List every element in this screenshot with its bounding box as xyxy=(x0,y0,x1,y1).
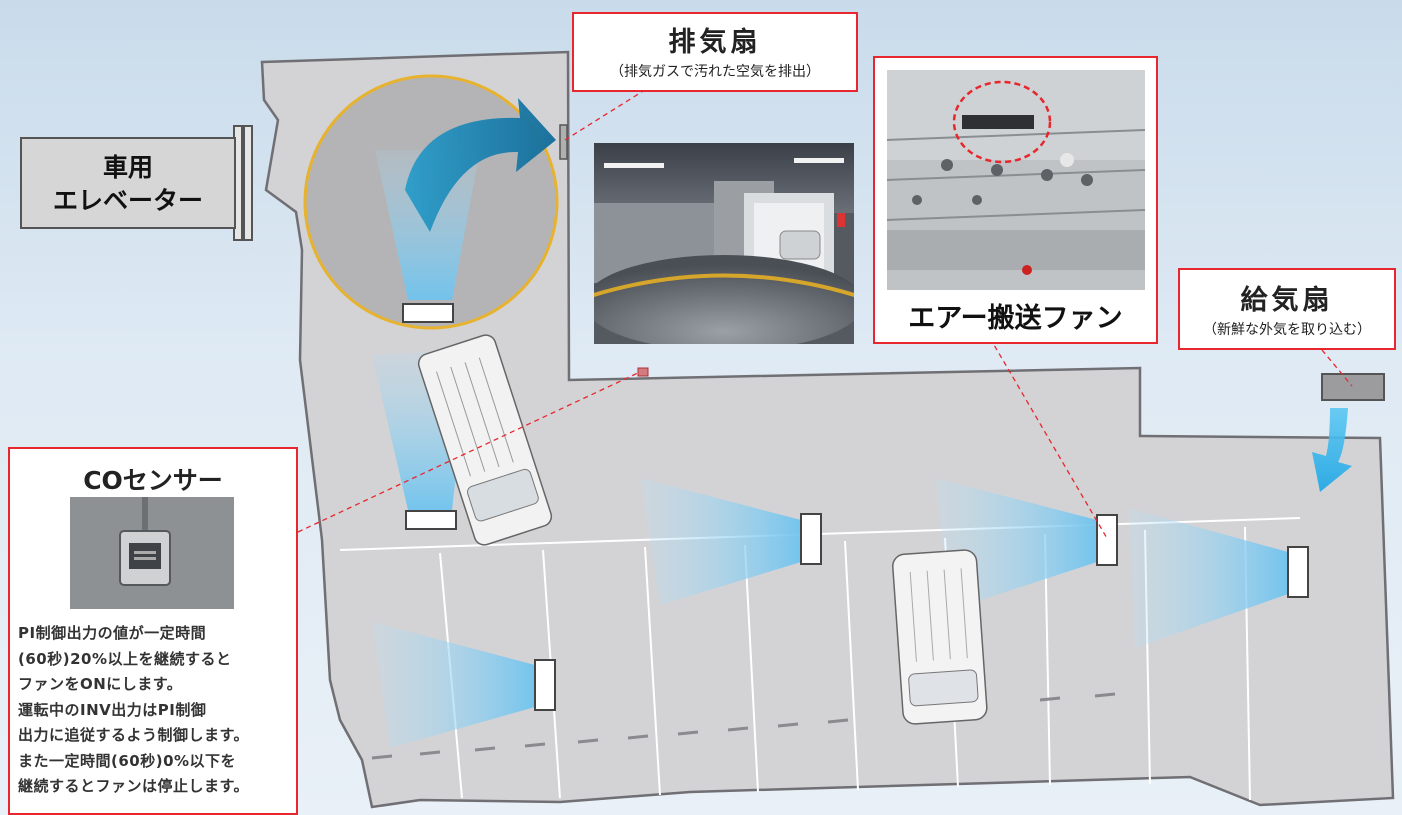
co-desc-line: 運転中のINV出力はPI制御 xyxy=(18,700,207,719)
fan-1 xyxy=(534,659,556,711)
co-desc-line: また一定時間(60秒)0%以下を xyxy=(18,751,237,770)
co-sensor-title: COセンサー xyxy=(83,466,223,495)
fan-4 xyxy=(1287,546,1309,598)
exhaust-fan-title: 排気扇 xyxy=(668,27,762,58)
air-fan-label: エアー搬送ファン xyxy=(908,303,1123,334)
fan-3 xyxy=(1096,514,1118,566)
co-desc-line: 継続するとファンは停止します。 xyxy=(18,777,250,795)
car-elevator-line1: 車用 xyxy=(102,153,153,182)
co-desc-line: 出力に追従するよう制御します。 xyxy=(18,726,250,744)
supply-fan-callout: 給気扇 （新鮮な外気を取り込む） xyxy=(1178,268,1396,350)
exhaust-arrow xyxy=(405,98,556,232)
car-elevator-line2: エレベーター xyxy=(52,186,203,215)
air-fan-photo xyxy=(887,70,1145,290)
left-fan xyxy=(405,510,457,530)
exhaust-fan-unit xyxy=(559,124,568,160)
co-desc-line: ファンをONにします。 xyxy=(18,675,183,693)
supply-fan-subtitle: （新鮮な外気を取り込む） xyxy=(1203,322,1371,338)
parking-photo xyxy=(594,143,854,344)
exhaust-fan-callout: 排気扇 （排気ガスで汚れた空気を排出） xyxy=(572,12,858,92)
airflow-beam-1 xyxy=(372,622,535,748)
parked-van-2 xyxy=(892,549,988,725)
co-sensor-callout: COセンサー PI制御出力の値が一定時間 (60秒)20%以上を継続すると ファ… xyxy=(8,447,298,815)
airflow-beam-2 xyxy=(640,478,801,605)
co-sensor-description: PI制御出力の値が一定時間 (60秒)20%以上を継続すると ファンをONにしま… xyxy=(18,621,294,800)
co-sensor-photo xyxy=(70,497,234,609)
lane-dashes xyxy=(371,692,1116,760)
leader-lines xyxy=(297,87,1353,541)
elevator-door xyxy=(233,125,253,241)
co-desc-line: PI制御出力の値が一定時間 xyxy=(18,624,207,642)
fan-2 xyxy=(800,513,822,565)
car-elevator-label: 車用 エレベーター xyxy=(20,137,236,229)
air-fan-callout: エアー搬送ファン xyxy=(873,56,1158,344)
supply-fan-unit xyxy=(1321,373,1385,401)
co-sensor-marker xyxy=(637,367,649,377)
airflow-beam-4 xyxy=(1128,508,1288,648)
parked-van-1 xyxy=(417,334,553,546)
supply-fan-title: 給気扇 xyxy=(1240,285,1334,316)
supply-arrow xyxy=(1312,408,1352,492)
co-desc-line: (60秒)20%以上を継続すると xyxy=(18,649,232,668)
turntable-fan xyxy=(402,303,454,323)
exhaust-fan-subtitle: （排気ガスで汚れた空気を排出） xyxy=(610,64,820,80)
